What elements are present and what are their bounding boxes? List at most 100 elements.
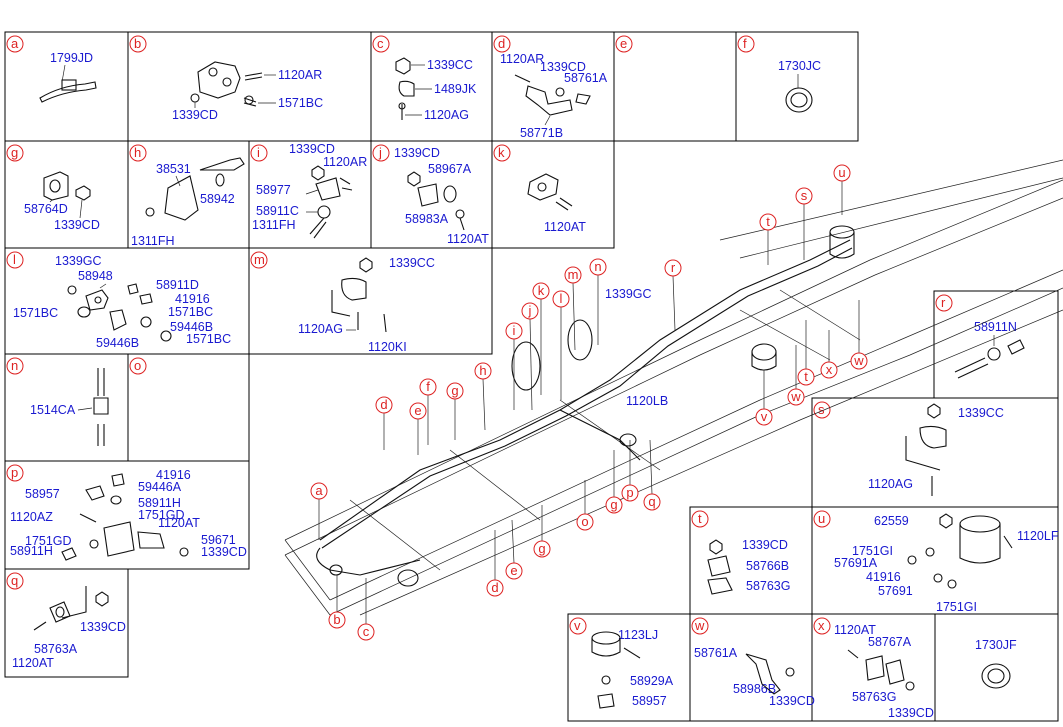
callout-letter: r	[671, 260, 676, 275]
svg-text:1120AT: 1120AT	[834, 623, 876, 637]
panel-v: 1123LJ 58929A 58957	[591, 628, 674, 709]
callout-circle	[552, 290, 570, 308]
part-number: 1799JD	[50, 51, 93, 65]
svg-text:1571BC: 1571BC	[186, 332, 231, 346]
svg-text:58763A: 58763A	[34, 642, 78, 656]
svg-text:41916: 41916	[156, 468, 191, 482]
svg-text:e: e	[620, 36, 627, 51]
svg-text:a: a	[11, 36, 19, 51]
callout-letter: t	[804, 369, 808, 384]
svg-text:1751GI: 1751GI	[936, 600, 977, 614]
panel-o-badge: o	[129, 357, 147, 375]
panel-w-badge: w	[691, 617, 709, 635]
svg-text:1120AG: 1120AG	[298, 322, 343, 336]
svg-text:r: r	[941, 295, 946, 310]
callout-letter: w	[790, 389, 801, 404]
svg-text:f: f	[743, 36, 747, 51]
panel-j-badge: j	[372, 144, 390, 162]
callout-leader-line	[572, 282, 576, 351]
svg-text:s: s	[818, 402, 825, 417]
svg-text:59446B: 59446B	[96, 336, 139, 350]
svg-text:1339CC: 1339CC	[389, 256, 435, 270]
svg-text:1339CD: 1339CD	[888, 706, 934, 720]
svg-text:c: c	[377, 36, 384, 51]
callout-letter: g	[538, 541, 545, 556]
svg-text:1120AT: 1120AT	[544, 220, 586, 234]
callout-circle	[797, 368, 815, 386]
panel-b-badge: b	[129, 35, 147, 53]
callout-letter: w	[853, 353, 864, 368]
callout-circle	[787, 388, 805, 406]
panel-l-badge: l	[6, 251, 24, 269]
panel-b: 1120AR 1571BC 1339CD	[172, 61, 323, 122]
svg-text:59671: 59671	[201, 533, 236, 547]
panel-h-badge: h	[129, 144, 147, 162]
svg-text:58763G: 58763G	[746, 579, 790, 593]
callout-leader-line	[482, 378, 486, 431]
panel-p-badge: p	[6, 464, 24, 482]
callout-circle	[486, 579, 504, 597]
callout-letter: h	[479, 363, 486, 378]
svg-text:l: l	[13, 252, 16, 267]
svg-text:58911N: 58911N	[974, 320, 1017, 334]
callout-letter: e	[510, 563, 517, 578]
callout-letter: q	[648, 494, 655, 509]
svg-text:v: v	[574, 618, 581, 633]
panel-r: 58911N	[954, 320, 1025, 379]
grommet-part	[785, 87, 813, 113]
callout-letter: t	[766, 214, 770, 229]
svg-text:1339CC: 1339CC	[958, 406, 1004, 420]
svg-text:1120AT: 1120AT	[12, 656, 54, 670]
svg-text:1751GI: 1751GI	[852, 544, 893, 558]
callout-letter: g	[451, 383, 458, 398]
callout-letter: g	[610, 497, 617, 512]
panel-w: 58761A 58986B 1339CD	[694, 646, 815, 708]
svg-text:1514CA: 1514CA	[30, 403, 76, 417]
callout-letter: k	[538, 283, 545, 298]
svg-text:1311FH: 1311FH	[131, 234, 175, 248]
callout-circle	[532, 282, 550, 300]
panel-t: 1339CD 58766B 58763G	[707, 538, 790, 595]
svg-text:58957: 58957	[632, 694, 667, 708]
valve-block-part	[197, 61, 241, 99]
callout-leader-line	[529, 318, 533, 411]
callout-letter: f	[426, 379, 430, 394]
panel-j: 1339CD 58967A 58983A 1120AT	[394, 146, 489, 246]
callout-circle	[664, 259, 682, 277]
panel-h: 38531 58942 1311FH	[131, 157, 245, 248]
svg-text:g: g	[11, 145, 18, 160]
svg-text:1339CD: 1339CD	[394, 146, 440, 160]
callout-circle	[605, 496, 623, 514]
callout-circle	[375, 396, 393, 414]
svg-text:58986B: 58986B	[733, 682, 776, 696]
svg-text:1751GD: 1751GD	[25, 534, 72, 548]
callout-letter: i	[513, 323, 516, 338]
svg-text:b: b	[134, 36, 141, 51]
panel-q: 1339CD 58763A 1120AT	[12, 586, 126, 670]
svg-text:1339CC: 1339CC	[427, 58, 473, 72]
panel-u-badge: u	[813, 510, 831, 528]
callout-circle	[310, 482, 328, 500]
panel-n-badge: n	[6, 357, 24, 375]
svg-text:58911H: 58911H	[138, 496, 181, 510]
svg-text:1120LB: 1120LB	[626, 394, 668, 408]
svg-text:58911H: 58911H	[10, 544, 53, 558]
panel-s: 1339CC 1120AG	[868, 403, 1004, 496]
callout-circle	[643, 493, 661, 511]
svg-text:1339CD: 1339CD	[172, 108, 218, 122]
svg-text:58942: 58942	[200, 192, 235, 206]
svg-text:1120AT: 1120AT	[158, 516, 200, 530]
svg-text:58761A: 58761A	[694, 646, 738, 660]
panel-l: 1339GC 58948 58911D 41916 1571BC 1571BC …	[13, 254, 231, 350]
svg-text:1120AT: 1120AT	[447, 232, 489, 246]
callout-letter: p	[626, 485, 633, 500]
callout-letter: d	[491, 580, 498, 595]
svg-text:41916: 41916	[866, 570, 901, 584]
svg-text:1489JK: 1489JK	[434, 82, 477, 96]
callout-circle	[357, 623, 375, 641]
callout-letter: l	[560, 291, 563, 306]
svg-text:1730JC: 1730JC	[778, 59, 821, 73]
panel-p: 41916 59446A 58957 58911H 1751GD 1120AZ …	[10, 468, 247, 561]
svg-text:1571BC: 1571BC	[168, 305, 213, 319]
callout-circle	[795, 187, 813, 205]
